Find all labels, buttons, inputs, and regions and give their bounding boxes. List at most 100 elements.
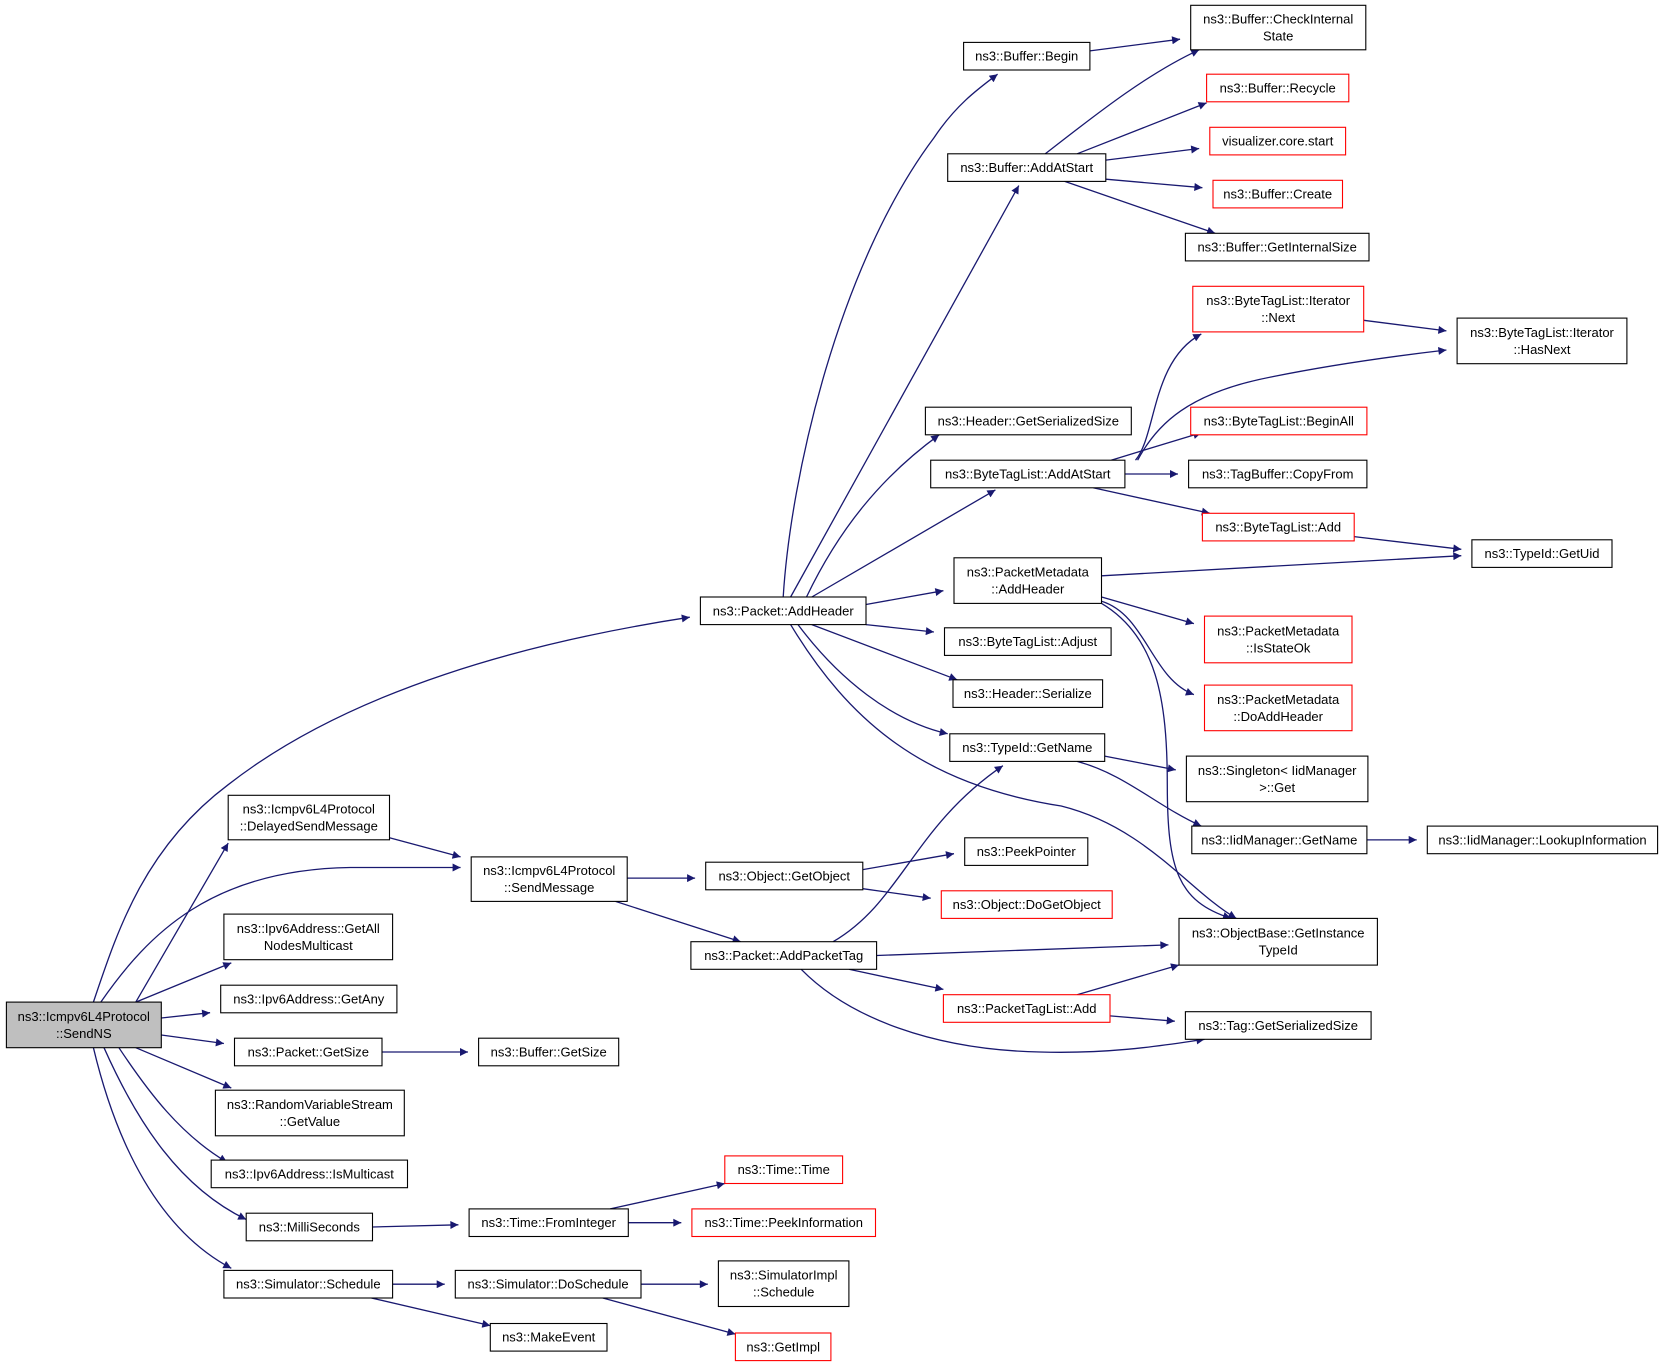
- edge-pmaddheader-to-pmisstateok: [1101, 596, 1195, 626]
- node-box: [1426, 825, 1659, 855]
- node-tagbufcopy[interactable]: ns3::TagBuffer::CopyFrom: [1188, 459, 1368, 489]
- node-sendns[interactable]: ns3::Icmpv6L4Protocol::SendNS: [5, 1001, 162, 1049]
- node-ptladd[interactable]: ns3::PacketTagList::Add: [942, 994, 1111, 1023]
- node-millis[interactable]: ns3::MilliSeconds: [245, 1212, 374, 1242]
- node-taggetsersize[interactable]: ns3::Tag::GetSerializedSize: [1184, 1011, 1372, 1040]
- node-sendmsg[interactable]: ns3::Icmpv6L4Protocol::SendMessage: [470, 856, 628, 902]
- node-bufgetinternalsize[interactable]: ns3::Buffer::GetInternalSize: [1184, 232, 1370, 262]
- node-peekinfo[interactable]: ns3::Time::PeekInformation: [691, 1208, 877, 1238]
- node-pmisstateok[interactable]: ns3::PacketMetadata::IsStateOk: [1203, 615, 1353, 664]
- node-rvsgetvalue[interactable]: ns3::RandomVariableStream::GetValue: [214, 1089, 405, 1137]
- node-label: ::SendMessage: [504, 880, 594, 895]
- node-btlithasnext[interactable]: ns3::ByteTagList::Iterator::HasNext: [1456, 317, 1628, 365]
- node-hdrserialize[interactable]: ns3::Header::Serialize: [952, 679, 1104, 708]
- node-bufcreate[interactable]: ns3::Buffer::Create: [1212, 179, 1344, 209]
- edge-pmaddheader-to-typeidgetuid: [1101, 552, 1462, 577]
- node-btladdatstart[interactable]: ns3::ByteTagList::AddAtStart: [930, 459, 1126, 489]
- node-pmaddheader[interactable]: ns3::PacketMetadata::AddHeader: [953, 557, 1103, 604]
- node-label: ns3::Time::FromInteger: [481, 1215, 616, 1230]
- node-singletonget[interactable]: ns3::Singleton< IidManager>::Get: [1185, 755, 1369, 803]
- node-box: [1471, 539, 1613, 568]
- node-label: ns3::ByteTagList::Adjust: [958, 634, 1097, 649]
- node-addpackettag[interactable]: ns3::Packet::AddPacketTag: [690, 941, 878, 970]
- edge-btladd-to-typeidgetuid: [1354, 535, 1462, 553]
- node-box: [220, 984, 398, 1014]
- node-label: ns3::ByteTagList::Iterator: [1470, 325, 1614, 340]
- node-fromint[interactable]: ns3::Time::FromInteger: [468, 1208, 629, 1238]
- node-makeevent[interactable]: ns3::MakeEvent: [489, 1322, 608, 1352]
- node-getany[interactable]: ns3::Ipv6Address::GetAny: [220, 984, 398, 1014]
- node-doschedule[interactable]: ns3::Simulator::DoSchedule: [454, 1269, 642, 1299]
- node-label: ns3::Time::PeekInformation: [704, 1215, 862, 1230]
- node-box: [705, 861, 864, 891]
- node-iidlookup[interactable]: ns3::IidManager::LookupInformation: [1426, 825, 1659, 855]
- edge-sendns-to-simschedule: [92, 1047, 232, 1269]
- node-label: ns3::Buffer::Recycle: [1220, 81, 1336, 96]
- node-label: ns3::ByteTagList::AddAtStart: [945, 467, 1111, 482]
- edge-addheader-to-bufaddatstart: [790, 185, 1020, 598]
- node-label: ns3::Tag::GetSerializedSize: [1198, 1018, 1358, 1033]
- node-label: ns3::PeekPointer: [977, 844, 1077, 859]
- edge-sendns-to-rvsgetvalue: [135, 1047, 232, 1089]
- node-label: ns3::Buffer::CheckInternal: [1203, 12, 1353, 27]
- node-addheader[interactable]: ns3::Packet::AddHeader: [699, 596, 867, 626]
- edge-sendns-to-ismulticast: [118, 1047, 228, 1163]
- node-dogetobject[interactable]: ns3::Object::DoGetObject: [940, 890, 1113, 919]
- node-getimpl[interactable]: ns3::GetImpl: [734, 1332, 832, 1362]
- node-label: ns3::Header::Serialize: [964, 686, 1092, 701]
- node-label: TypeId: [1259, 943, 1298, 958]
- edge-btladdatstart-to-btlitnext: [1135, 333, 1202, 461]
- node-box: [924, 406, 1132, 436]
- node-pmdoaddheader[interactable]: ns3::PacketMetadata::DoAddHeader: [1203, 684, 1353, 732]
- edge-typeidgetname-to-iidgetname: [1076, 760, 1202, 827]
- node-ismulticast[interactable]: ns3::Ipv6Address::IsMulticast: [210, 1159, 409, 1189]
- node-simimplschedule[interactable]: ns3::SimulatorImpl::Schedule: [717, 1260, 850, 1308]
- node-label: ns3::MakeEvent: [502, 1330, 596, 1345]
- edge-simschedule-to-makeevent: [371, 1297, 491, 1328]
- node-bufbegin[interactable]: ns3::Buffer::Begin: [963, 41, 1091, 71]
- node-label: ns3::Packet::AddHeader: [713, 603, 855, 618]
- node-pktgetsize[interactable]: ns3::Packet::GetSize: [233, 1037, 383, 1067]
- node-typeidgetuid[interactable]: ns3::TypeId::GetUid: [1471, 539, 1613, 568]
- node-simschedule[interactable]: ns3::Simulator::Schedule: [223, 1269, 394, 1299]
- node-timetime[interactable]: ns3::Time::Time: [724, 1155, 844, 1185]
- edge-millis-to-fromint: [372, 1221, 459, 1230]
- node-box: [724, 1155, 844, 1185]
- node-btlitnext[interactable]: ns3::ByteTagList::Iterator::Next: [1192, 285, 1365, 333]
- node-getobject[interactable]: ns3::Object::GetObject: [705, 861, 864, 891]
- node-peekpointer[interactable]: ns3::PeekPointer: [964, 837, 1089, 866]
- edge-sendns-to-pktgetsize: [161, 1034, 224, 1047]
- node-bufrecycle[interactable]: ns3::Buffer::Recycle: [1206, 73, 1350, 103]
- node-label: ns3::Packet::AddPacketTag: [704, 948, 863, 963]
- node-label: ns3::Icmpv6L4Protocol: [18, 1009, 150, 1024]
- node-box: [952, 679, 1104, 708]
- node-typeidgetname[interactable]: ns3::TypeId::GetName: [949, 733, 1106, 762]
- node-label: ns3::IidManager::LookupInformation: [1438, 832, 1646, 847]
- edge-ptladd-to-taggetsersize: [1109, 1015, 1175, 1025]
- edge-bufbegin-to-bufcheck: [1089, 36, 1181, 52]
- node-btlbeginall[interactable]: ns3::ByteTagList::BeginAll: [1190, 406, 1368, 436]
- node-vizstart[interactable]: visualizer.core.start: [1209, 126, 1347, 156]
- node-btladd[interactable]: ns3::ByteTagList::Add: [1201, 512, 1355, 542]
- node-bufgetsize[interactable]: ns3::Buffer::GetSize: [478, 1037, 620, 1067]
- edge-sendns-to-getany: [161, 1009, 211, 1019]
- node-delayed[interactable]: ns3::Icmpv6L4Protocol::DelayedSendMessag…: [227, 794, 391, 841]
- node-box: [214, 1089, 405, 1137]
- node-box: [233, 1037, 383, 1067]
- node-label: ns3::ObjectBase::GetInstance: [1192, 926, 1365, 941]
- edges-layer: [92, 36, 1462, 1336]
- node-bufaddatstart[interactable]: ns3::Buffer::AddAtStart: [947, 153, 1107, 182]
- edge-fromint-to-timetime: [610, 1181, 725, 1210]
- node-box: [940, 890, 1113, 919]
- node-box: [699, 596, 867, 626]
- node-btladjust[interactable]: ns3::ByteTagList::Adjust: [943, 627, 1112, 656]
- node-label: ns3::MilliSeconds: [259, 1220, 361, 1235]
- node-iidgetname[interactable]: ns3::IidManager::GetName: [1191, 825, 1368, 855]
- node-box: [1192, 285, 1365, 333]
- node-label: ns3::Ipv6Address::IsMulticast: [225, 1166, 394, 1181]
- node-box: [947, 153, 1107, 182]
- node-hdrgetsersize[interactable]: ns3::Header::GetSerializedSize: [924, 406, 1132, 436]
